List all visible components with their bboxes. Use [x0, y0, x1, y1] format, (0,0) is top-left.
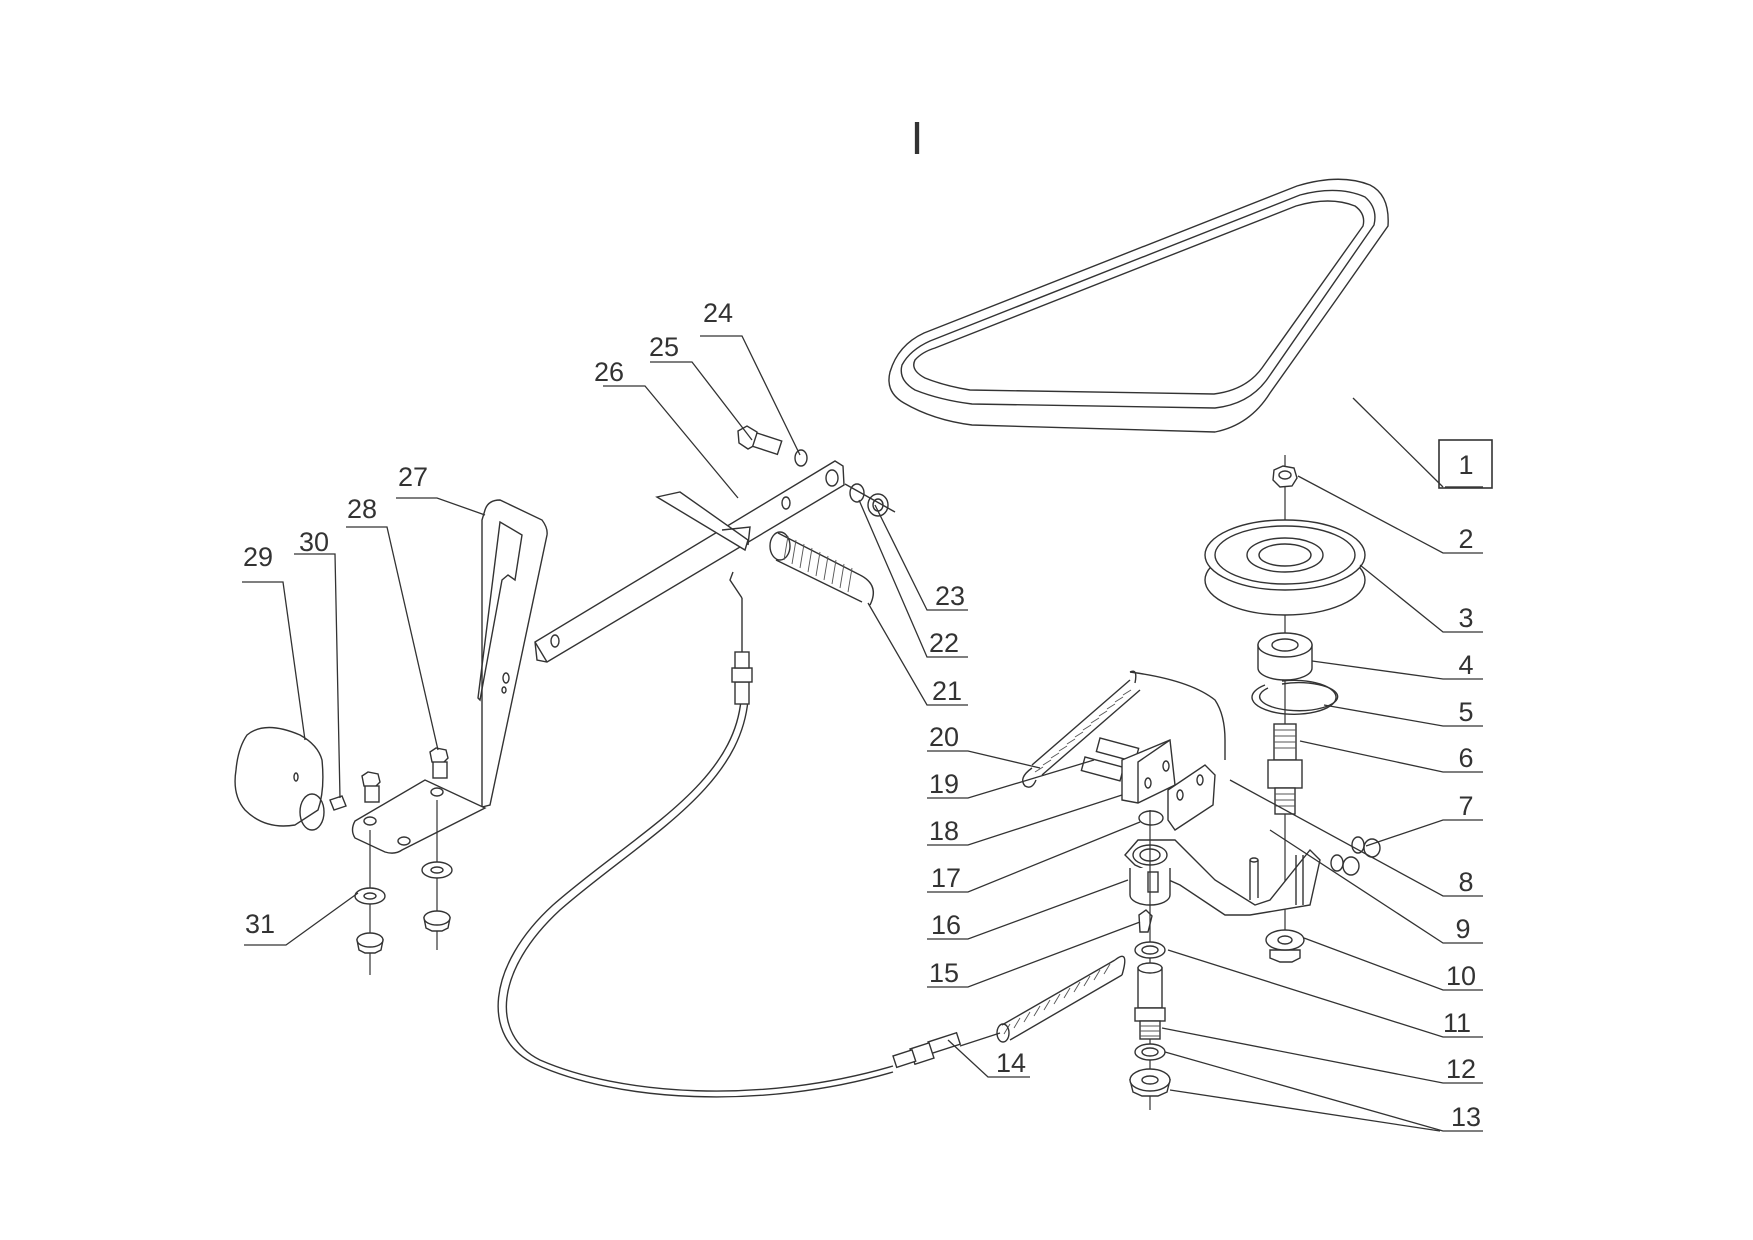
callout-13: 13	[1451, 1102, 1481, 1132]
callout-28: 28	[347, 494, 377, 524]
callout-6: 6	[1458, 743, 1473, 773]
pulley-assembly	[1204, 455, 1366, 963]
callout-4: 4	[1458, 650, 1473, 680]
callout-9: 9	[1455, 914, 1470, 944]
v-belt-part	[888, 178, 1389, 433]
callout-14: 14	[996, 1048, 1026, 1078]
callout-30: 30	[299, 527, 329, 557]
callout-5: 5	[1458, 697, 1473, 727]
small-nuts	[1330, 836, 1381, 876]
callout-3: 3	[1458, 603, 1473, 633]
callout-12: 12	[1446, 1054, 1476, 1084]
callout-labels: 1 2 3 4 5 6 7 8 9 10 11 12 13 14 15 16 1…	[243, 298, 1493, 1132]
callout-25: 25	[649, 332, 679, 362]
leader-lines	[242, 335, 1483, 1132]
callout-18: 18	[929, 816, 959, 846]
boxed-callout-frame	[1438, 439, 1493, 489]
callout-17: 17	[931, 863, 961, 893]
callout-26: 26	[594, 357, 624, 387]
callout-8: 8	[1458, 867, 1473, 897]
callout-2: 2	[1458, 524, 1473, 554]
callout-16: 16	[931, 910, 961, 940]
callout-1: 1	[1458, 450, 1473, 480]
tensioner-assembly	[1022, 670, 1321, 1110]
bracket-assembly	[234, 499, 548, 975]
callout-21: 21	[932, 676, 962, 706]
lever-assembly	[534, 425, 896, 663]
callout-10: 10	[1446, 961, 1476, 991]
callout-22: 22	[929, 628, 959, 658]
callout-29: 29	[243, 542, 273, 572]
cable-and-spring	[497, 571, 1126, 1098]
callout-19: 19	[929, 769, 959, 799]
callout-27: 27	[398, 462, 428, 492]
diagram-title: I	[911, 112, 924, 164]
callout-15: 15	[929, 958, 959, 988]
callout-31: 31	[245, 909, 275, 939]
callout-7: 7	[1458, 791, 1473, 821]
callout-24: 24	[703, 298, 733, 328]
callout-11: 11	[1443, 1008, 1471, 1038]
callout-23: 23	[935, 581, 965, 611]
callout-20: 20	[929, 722, 959, 752]
